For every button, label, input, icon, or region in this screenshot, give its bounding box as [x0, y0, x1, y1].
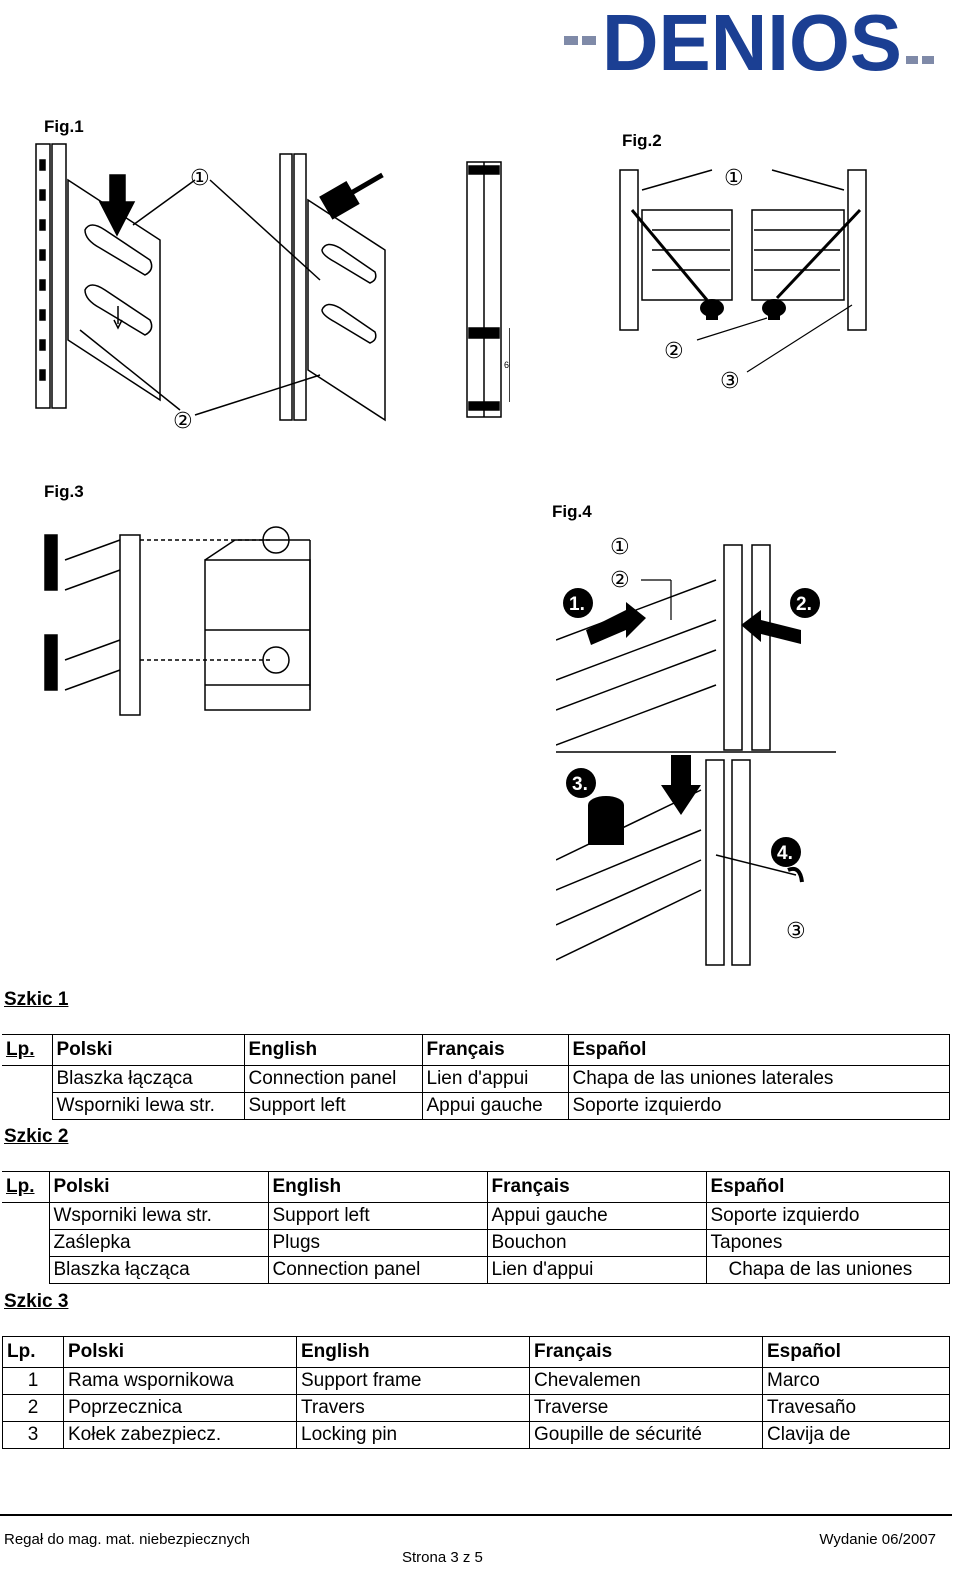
table-cell: Support frame: [296, 1367, 530, 1395]
fig4-label: Fig.4: [552, 502, 592, 521]
section-title-szkic-1: Szkic 1: [4, 989, 69, 1010]
fig1-illustration: ① ② 600: [35, 143, 510, 434]
table-cell: Poprzecznica: [63, 1394, 297, 1422]
table-row: Blaszka łącząca Connection panel Lien d'…: [2, 1256, 950, 1284]
table-cell: Rama wspornikowa: [63, 1367, 297, 1395]
table-cell: Plugs: [267, 1229, 488, 1257]
fig4-step-2: 2.: [796, 594, 812, 615]
table-cell: Support left: [243, 1092, 423, 1120]
table-cell: Marco: [762, 1367, 950, 1395]
table-cell: Goupille de sécurité: [529, 1421, 763, 1449]
table-cell: [2, 1202, 50, 1230]
table-cell: Lien d'appui: [486, 1256, 707, 1284]
header-francais: Français: [529, 1336, 763, 1368]
section-title-szkic-3: Szkic 3: [4, 1291, 69, 1312]
table-cell: Blaszka łącząca: [51, 1065, 245, 1093]
table-header-row: Lp. Polski English Français Español: [2, 1171, 950, 1203]
table-cell: Bouchon: [486, 1229, 707, 1257]
section-3-table: Lp. Polski English Français Español 1 Ra…: [2, 1336, 950, 1449]
section-title-szkic-2: Szkic 2: [4, 1126, 69, 1147]
table-header-row: Lp. Polski English Français Español: [2, 1034, 950, 1066]
table-row: Wsporniki lewa str. Support left Appui g…: [2, 1202, 950, 1230]
table-header-row: Lp. Polski English Français Español: [2, 1336, 950, 1368]
fig4-step-4: 4.: [777, 843, 793, 864]
fig4-callout-3: ③: [786, 919, 806, 944]
table-cell: Chapa de las uniones laterales: [567, 1065, 950, 1093]
fig3-illustration: [44, 526, 311, 716]
header-english: English: [296, 1336, 530, 1368]
denios-logo: DENIOS: [560, 0, 940, 87]
footer-edition: Wydanie 06/2007: [819, 1531, 936, 1548]
table-cell: Appui gauche: [421, 1092, 569, 1120]
table-cell: Chapa de las uniones: [705, 1256, 950, 1284]
header-lp: Lp.: [2, 1171, 50, 1203]
section-2-table: Lp. Polski English Français Español Wspo…: [2, 1171, 950, 1284]
table-cell: [2, 1065, 53, 1093]
table-cell: Wsporniki lewa str.: [51, 1092, 245, 1120]
table-row: 3 Kołek zabezpiecz. Locking pin Goupille…: [2, 1421, 950, 1449]
table-cell: Locking pin: [296, 1421, 530, 1449]
table-cell: Connection panel: [267, 1256, 488, 1284]
section-1-table: Lp. Polski English Français Español Blas…: [2, 1034, 950, 1120]
fig4-illustration: 1. 2. 3. 4. ① ② ③: [556, 535, 836, 966]
footer-divider: [0, 1514, 952, 1516]
fig1-dimension: 600: [504, 360, 510, 370]
fig4-step-1: 1.: [569, 594, 585, 615]
table-row: Wsporniki lewa str. Support left Appui g…: [2, 1092, 950, 1120]
footer-page-number: Strona 3 z 5: [402, 1549, 483, 1566]
table-cell: 2: [2, 1394, 64, 1422]
table-cell: Clavija de: [762, 1421, 950, 1449]
header-polski: Polski: [48, 1171, 269, 1203]
header-espanol: Español: [567, 1034, 950, 1066]
header-lp: Lp.: [2, 1034, 53, 1066]
fig4-callout-1: ①: [610, 535, 630, 560]
footer-document-title: Regał do mag. mat. niebezpiecznych: [4, 1531, 250, 1548]
table-cell: Travers: [296, 1394, 530, 1422]
table-cell: Soporte izquierdo: [567, 1092, 950, 1120]
table-cell: Connection panel: [243, 1065, 423, 1093]
fig1-callout-1: ①: [190, 166, 210, 191]
table-cell: [2, 1092, 53, 1120]
header-english: English: [243, 1034, 423, 1066]
table-cell: Appui gauche: [486, 1202, 707, 1230]
table-cell: Support left: [267, 1202, 488, 1230]
table-cell: Zaślepka: [48, 1229, 269, 1257]
fig1-label: Fig.1: [44, 117, 84, 136]
header-francais: Français: [486, 1171, 707, 1203]
fig1-callout-2: ②: [173, 409, 193, 434]
header-francais: Français: [421, 1034, 569, 1066]
fig2-callout-3: ③: [720, 369, 740, 394]
fig4-callout-2: ②: [610, 568, 630, 593]
table-cell: Traverse: [529, 1394, 763, 1422]
table-row: Zaślepka Plugs Bouchon Tapones: [2, 1229, 950, 1257]
fig3-label: Fig.3: [44, 482, 84, 501]
fig4-step-3: 3.: [572, 774, 588, 795]
header-english: English: [267, 1171, 488, 1203]
table-cell: [2, 1229, 50, 1257]
fig2-callout-1: ①: [724, 166, 744, 191]
table-cell: Travesaño: [762, 1394, 950, 1422]
table-cell: Soporte izquierdo: [705, 1202, 950, 1230]
table-cell: Lien d'appui: [421, 1065, 569, 1093]
fig2-illustration: ① ② ③: [619, 166, 867, 394]
fig2-callout-2: ②: [664, 339, 684, 364]
header-lp: Lp.: [2, 1336, 64, 1368]
table-row: Blaszka łącząca Connection panel Lien d'…: [2, 1065, 950, 1093]
table-row: 2 Poprzecznica Travers Traverse Travesañ…: [2, 1394, 950, 1422]
header-polski: Polski: [51, 1034, 245, 1066]
table-row: 1 Rama wspornikowa Support frame Chevale…: [2, 1367, 950, 1395]
header-espanol: Español: [705, 1171, 950, 1203]
header-espanol: Español: [762, 1336, 950, 1368]
table-cell: 1: [2, 1367, 64, 1395]
table-cell: Wsporniki lewa str.: [48, 1202, 269, 1230]
table-cell: [2, 1256, 50, 1284]
table-cell: Blaszka łącząca: [48, 1256, 269, 1284]
table-cell: Kołek zabezpiecz.: [63, 1421, 297, 1449]
fig2-label: Fig.2: [622, 131, 662, 150]
logo-text: DENIOS: [602, 2, 902, 78]
table-cell: Tapones: [705, 1229, 950, 1257]
table-cell: 3: [2, 1421, 64, 1449]
table-cell: Chevalemen: [529, 1367, 763, 1395]
header-polski: Polski: [63, 1336, 297, 1368]
